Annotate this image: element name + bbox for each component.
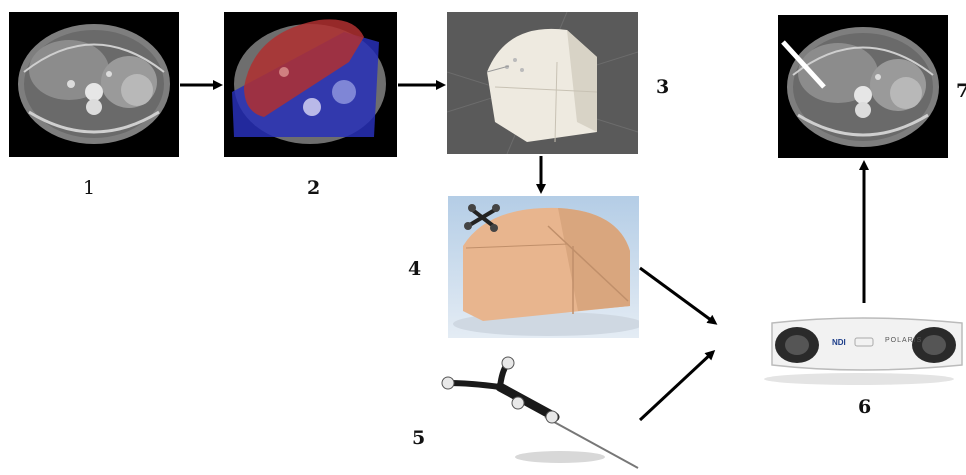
step-number-6: 6 (858, 396, 871, 418)
tracker-model-text: POLARIS (885, 337, 922, 344)
tracker-brand-text: NDI (832, 338, 846, 347)
physical-phantom-photo (448, 196, 639, 338)
step-number-1: 1 (83, 177, 95, 199)
step-number-2: 2 (307, 177, 320, 199)
ct-scan-image (9, 12, 179, 157)
step-number-7: 7 (956, 80, 966, 102)
step-number-4: 4 (408, 258, 421, 280)
optical-tracker-photo: NDI POLARIS (752, 305, 966, 387)
arrow-4-to-6 (640, 268, 715, 323)
3d-model-render (447, 12, 638, 154)
step-number-5: 5 (412, 427, 425, 449)
ct-with-needle-image (778, 15, 948, 158)
segmented-ct-image (224, 12, 397, 157)
step-number-3: 3 (656, 76, 669, 98)
arrow-5-to-6 (640, 352, 713, 420)
tracked-needle-photo (440, 355, 645, 473)
